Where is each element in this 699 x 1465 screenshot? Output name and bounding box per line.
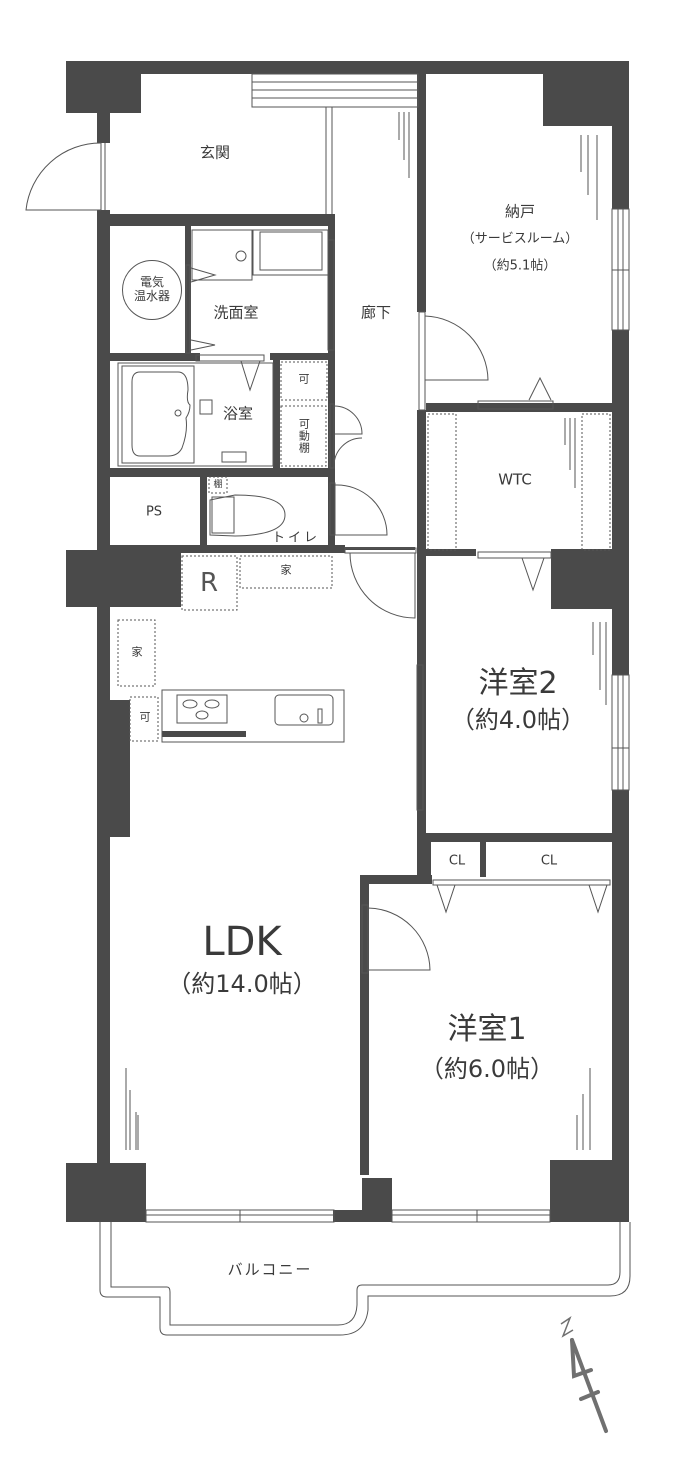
- movable-shelf-small-label: 可: [298, 372, 310, 386]
- room-ps-label: PS: [145, 504, 163, 520]
- room-western2-size: （約4.0帖）: [450, 706, 586, 735]
- room-storage-name: 納戸: [504, 202, 536, 221]
- walls: [66, 61, 629, 1222]
- room-toilet-label: トイレ: [271, 530, 321, 546]
- kitchen-shelf-label: 可: [139, 710, 151, 724]
- closet-2-label: CL: [540, 853, 558, 869]
- fixture-lines: [25, 73, 631, 1336]
- room-balcony-label: バルコニー: [227, 1260, 313, 1279]
- room-storage-subtitle: （サービスルーム）: [461, 231, 579, 247]
- movable-shelf-label: 可動棚: [297, 418, 311, 454]
- toilet-shelf-label: 棚: [213, 479, 223, 490]
- room-storage-size: （約5.1帖）: [483, 258, 557, 274]
- appliance-1-label: 家: [280, 563, 292, 577]
- water-heater-line2: 温水器: [133, 289, 170, 303]
- refrigerator-label: R: [199, 568, 219, 599]
- room-western2-name: 洋室2: [478, 665, 558, 701]
- room-western1-name: 洋室1: [447, 1011, 527, 1047]
- room-ldk-name: LDK: [202, 919, 282, 965]
- water-heater-icon: 電気 温水器: [122, 260, 182, 320]
- water-heater-line1: 電気: [139, 275, 164, 290]
- compass-north-arrow-icon: [570, 1338, 608, 1433]
- room-corridor-label: 廊下: [360, 303, 392, 322]
- room-western1-size: （約6.0帖）: [419, 1055, 555, 1084]
- closet-1-label: CL: [448, 853, 466, 869]
- room-ldk-size: （約14.0帖）: [167, 970, 317, 999]
- compass-n-letter: [560, 1316, 574, 1338]
- room-entrance-label: 玄関: [199, 143, 231, 162]
- room-washroom-label: 洗面室: [213, 303, 259, 322]
- room-bathroom-label: 浴室: [222, 404, 254, 423]
- room-wtc-label: WTC: [498, 470, 532, 489]
- appliance-2-label: 家: [131, 645, 143, 659]
